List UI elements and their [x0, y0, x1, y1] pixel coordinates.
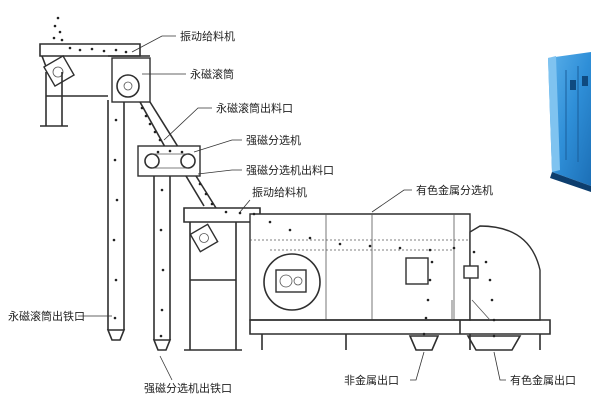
label-separator-iron-outlet: 强磁分选机出铁口	[144, 381, 232, 395]
label-nonferrous-separator: 有色金属分选机	[416, 183, 493, 197]
label-drum-outlet: 永磁滚筒出料口	[216, 101, 293, 115]
leader-lines	[78, 35, 506, 381]
vibrating-feeder-top	[39, 43, 141, 127]
label-separator-outlet: 强磁分选机出料口	[246, 163, 334, 177]
label-permanent-magnet-drum: 永磁滚筒	[190, 67, 234, 81]
vibrating-feeder-mid	[183, 207, 261, 351]
label-nonferrous-outlet: 有色金属出口	[510, 373, 576, 387]
label-strong-magnetic-separator: 强磁分选机	[246, 133, 301, 147]
label-vibrating-feeder-mid: 振动给料机	[252, 185, 307, 199]
material-flow-dots	[52, 16, 496, 338]
equipment-photo-thumbnail	[548, 52, 591, 192]
label-vibrating-feeder-top: 振动给料机	[180, 29, 235, 43]
nonferrous-metal-separator	[249, 213, 551, 351]
permanent-magnet-drum	[106, 55, 181, 341]
label-nonmetal-outlet: 非金属出口	[344, 373, 399, 387]
label-drum-iron-outlet: 永磁滚筒出铁口	[8, 309, 85, 323]
